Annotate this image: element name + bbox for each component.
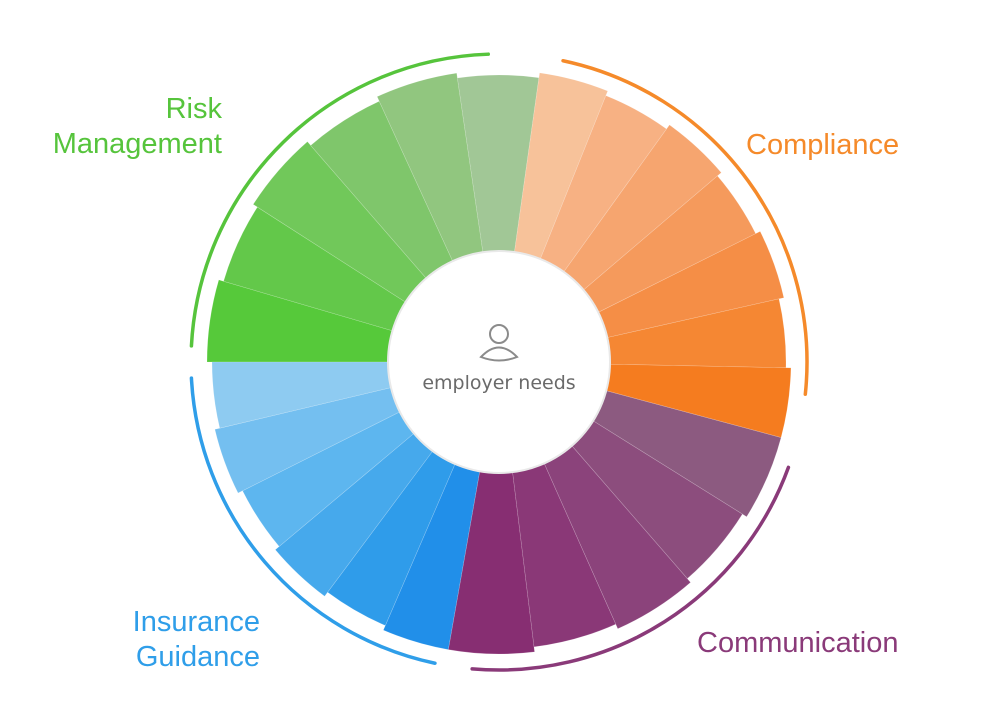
communication-label-line-1: Communication (697, 627, 899, 659)
center-label: employer needs (422, 372, 576, 394)
communication-arc (470, 465, 791, 672)
insurance-guidance-label-line-1: Insurance (132, 606, 260, 638)
person-icon (479, 324, 519, 362)
center-hub (387, 250, 611, 474)
communication-label: Communication (697, 626, 898, 661)
risk-management-label-line-1: Risk (165, 93, 222, 125)
risk-management-arc (189, 52, 491, 348)
insurance-guidance-label-line-2: Guidance (135, 641, 260, 673)
compliance-label: Compliance (746, 128, 899, 163)
insurance-guidance-arc (189, 376, 437, 666)
risk-management-label: Risk Management (40, 92, 222, 162)
wheel-slices (206, 72, 792, 655)
compliance-arc (561, 58, 809, 396)
insurance-guidance-label: Insurance Guidance (126, 605, 260, 675)
compliance-label-line-1: Compliance (746, 129, 900, 161)
category-arcs (189, 52, 809, 672)
risk-management-label-line-2: Management (52, 128, 222, 160)
